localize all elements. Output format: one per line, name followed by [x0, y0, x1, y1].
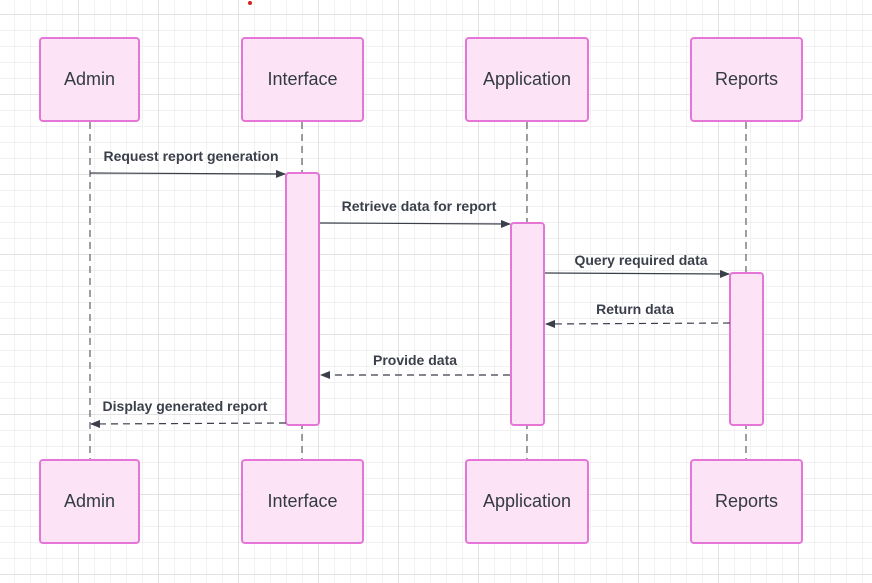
participant-interface-top-label: Interface: [267, 69, 338, 89]
message-arrow-2: [319, 219, 511, 228]
message-label-provide-data: Provide data: [372, 352, 458, 368]
participant-application-top[interactable]: Application: [465, 37, 589, 122]
activation-bar-reports: [729, 272, 764, 426]
message-arrow-6: [90, 419, 287, 428]
message-arrow-1: [89, 169, 286, 178]
participant-application-top-label: Application: [482, 69, 572, 89]
message-label-query-required-data: Query required data: [574, 252, 708, 268]
participant-admin-top[interactable]: Admin: [39, 37, 140, 122]
activation-bar-application: [510, 222, 545, 426]
participant-reports-top-label: Reports: [714, 69, 779, 89]
message-label-retrieve-data-for-report: Retrieve data for report: [341, 198, 497, 214]
message-arrow-4: [545, 319, 731, 328]
participant-interface-top[interactable]: Interface: [241, 37, 364, 122]
participant-interface-bottom-label: Interface: [267, 491, 338, 511]
activation-bar-interface: [285, 172, 320, 426]
message-label-return-data: Return data: [596, 301, 674, 317]
participant-reports-bottom-label: Reports: [714, 491, 779, 511]
message-arrow-3: [544, 269, 730, 278]
message-label-request-report-generation: Request report generation: [103, 148, 279, 164]
participant-reports-top[interactable]: Reports: [690, 37, 803, 122]
participant-application-bottom[interactable]: Application: [465, 459, 589, 544]
red-dot-marker: [248, 1, 252, 5]
message-label-display-generated-report: Display generated report: [102, 398, 268, 414]
participant-interface-bottom[interactable]: Interface: [241, 459, 364, 544]
participant-admin-bottom-label: Admin: [63, 491, 116, 511]
participant-admin-bottom[interactable]: Admin: [39, 459, 140, 544]
participant-admin-top-label: Admin: [63, 69, 116, 89]
participant-application-bottom-label: Application: [482, 491, 572, 511]
participant-reports-bottom[interactable]: Reports: [690, 459, 803, 544]
